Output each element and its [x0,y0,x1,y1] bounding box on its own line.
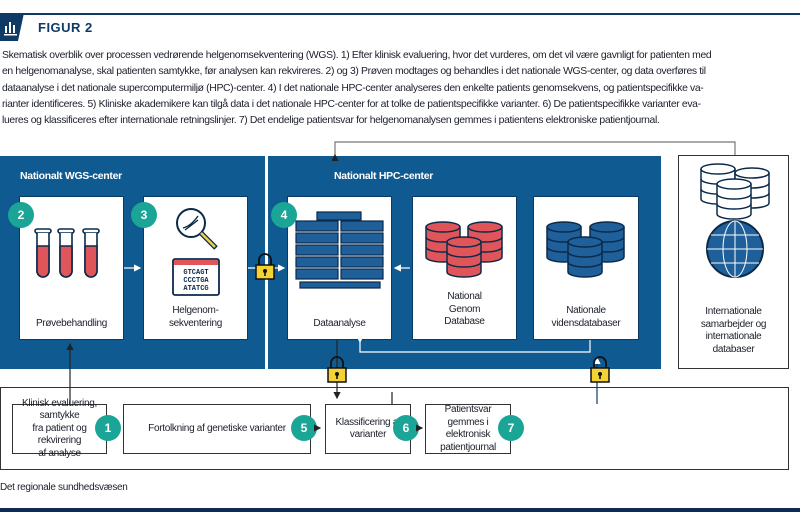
server-unit [295,244,339,256]
step-badge: 6 [393,415,419,441]
server-unit [340,268,384,280]
caption-line: lueres og klassificeres efter internatio… [2,115,660,127]
server-unit [340,220,384,232]
server-unit [340,232,384,244]
server-unit [295,220,339,232]
dna-magnifier-icon [176,208,218,250]
caption-line: en helgenomanalyse, skal patienten samty… [2,66,706,78]
wgs-center-title: Nationalt WGS-center [20,170,122,182]
figure-caption: Skematisk overblik over processen vedrør… [2,48,800,129]
step-badge: 4 [271,202,297,228]
card-knowledge-databases: Nationale vidensdatabaser [533,196,639,340]
caption-line: Skematisk overblik over processen vedrør… [2,50,712,61]
bottom-rule [0,508,800,512]
step-badge: 2 [8,202,34,228]
hpc-center-title: Nationalt HPC-center [334,170,434,182]
step-clinical-evaluation: Klinisk evaluering, samtykke fra patient… [12,398,107,459]
knowledge-database-icon [546,221,625,278]
svg-text:ATATCG: ATATCG [183,285,208,293]
server-unit [295,268,339,280]
card-label: Prøvebehandling [35,318,108,329]
top-rule [0,13,800,15]
card-label: National Genom Database [444,291,485,327]
regional-title: Det regionale sundhedsvæsen [0,482,128,493]
step-badge: 7 [498,415,524,441]
server-unit [299,281,381,289]
server-unit [316,211,362,221]
lock-icon [255,253,275,280]
server-unit [295,256,339,268]
card-label: Nationale vidensdatabaser [551,305,621,329]
globe-icon [706,220,764,278]
lock-icon [590,356,610,383]
figure-title: FIGUR 2 [38,20,93,35]
step-patient-record: Patientsvar gemmes i elektronisk patient… [425,404,511,454]
connector-lines [66,141,736,432]
regional-box [0,387,789,470]
step-badge: 5 [291,415,317,441]
server-rack-icon [295,211,384,289]
card-label: Internationale samarbejder og internatio… [700,306,767,355]
server-unit [295,232,339,244]
server-unit [340,244,384,256]
step-badge: 3 [131,202,157,228]
server-unit [340,256,384,268]
sequence-window-icon: GTCAGT CCCTGA ATATCG [172,258,220,296]
test-tubes-icon [34,228,100,278]
step-badge: 1 [95,415,121,441]
caption-line: rianter identificeres. 5) Kliniske akade… [2,98,701,110]
card-label: Dataanalyse [313,318,366,329]
svg-text:GTCAGT: GTCAGT [183,269,208,277]
caption-line: dataanalyse i det nationale supercompute… [2,82,704,94]
card-label: Helgenom- sekventering [168,305,223,329]
database-outline-icon [700,163,770,220]
genome-database-icon [425,221,503,278]
svg-text:CCCTGA: CCCTGA [183,277,209,285]
